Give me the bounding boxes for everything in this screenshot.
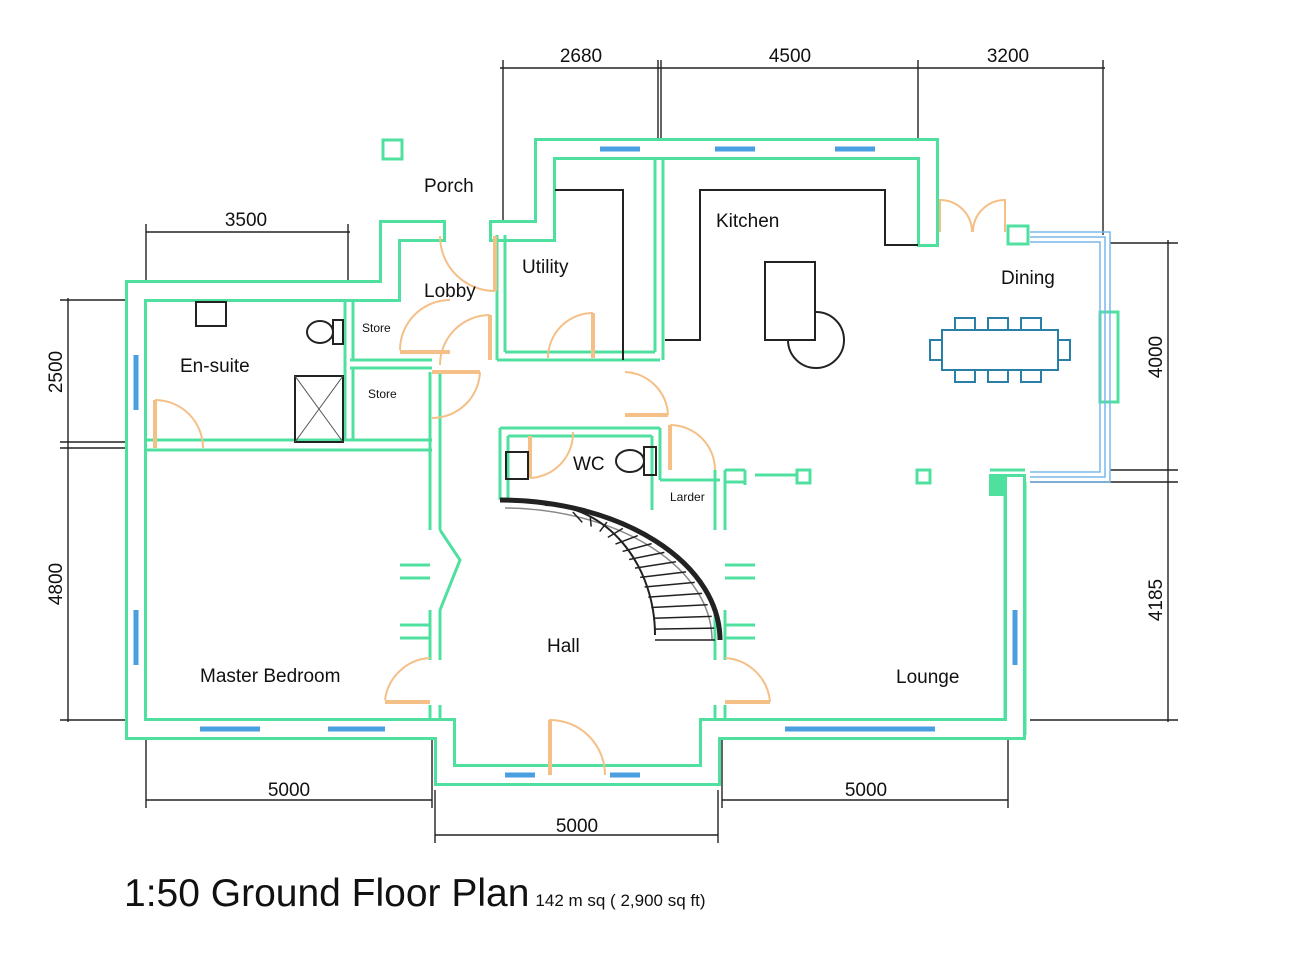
plan-title-text: 1:50 Ground Floor Plan xyxy=(124,872,530,915)
dim-top-kitchen: 4500 xyxy=(769,46,811,67)
room-wc: WC xyxy=(573,454,605,475)
stair-tread xyxy=(589,516,592,527)
windows xyxy=(133,146,1111,778)
room-store-1: Store xyxy=(362,321,391,335)
stair-tread xyxy=(572,511,583,523)
stair-tread xyxy=(654,627,715,630)
room-lounge: Lounge xyxy=(896,667,959,688)
room-porch: Porch xyxy=(424,176,474,197)
stair-tread xyxy=(634,561,677,569)
stair-tread xyxy=(640,571,687,579)
room-hall: Hall xyxy=(547,636,580,657)
plan-area: 142 m sq ( 2,900 sq ft) xyxy=(535,891,706,910)
dim-top-dining: 3200 xyxy=(987,46,1029,67)
room-lobby: Lobby xyxy=(424,281,476,302)
stair-tread xyxy=(628,551,665,561)
dim-left-ensuite: 2500 xyxy=(46,351,67,393)
dim-right-lounge: 4185 xyxy=(1146,579,1167,621)
stair-tread xyxy=(648,592,703,598)
stair-tread xyxy=(651,603,708,609)
dimension-lines xyxy=(60,60,1178,843)
stair-tread xyxy=(622,542,652,553)
dim-top-utility: 2680 xyxy=(560,46,602,67)
stair-tread xyxy=(599,521,608,533)
dim-bottom-lounge: 5000 xyxy=(845,780,887,801)
room-utility: Utility xyxy=(522,257,569,278)
doors xyxy=(153,198,1006,776)
dim-ensuite-width: 3500 xyxy=(225,210,267,231)
room-kitchen: Kitchen xyxy=(716,211,779,232)
stair-tread xyxy=(653,615,712,619)
plan-title: 1:50 Ground Floor Plan 142 m sq ( 2,900 s… xyxy=(124,872,706,916)
kitchen-island xyxy=(764,261,816,341)
stair-tread xyxy=(644,581,695,588)
staircase xyxy=(499,497,723,641)
dim-left-bedroom: 4800 xyxy=(46,563,67,605)
dim-bottom-hall: 5000 xyxy=(556,816,598,837)
dining-table xyxy=(929,317,1071,383)
shower-tray xyxy=(294,375,344,443)
stair-tread xyxy=(615,534,639,545)
room-ensuite: En-suite xyxy=(180,356,250,377)
ensuite-basin xyxy=(195,301,227,327)
room-dining: Dining xyxy=(1001,268,1055,289)
stair-tread xyxy=(607,527,624,539)
room-larder: Larder xyxy=(670,490,705,504)
dim-bottom-bedroom: 5000 xyxy=(268,780,310,801)
fixtures xyxy=(195,189,1071,641)
room-store-2: Store xyxy=(368,387,397,401)
dim-right-dining: 4000 xyxy=(1146,336,1167,378)
room-master-bedroom: Master Bedroom xyxy=(200,666,340,687)
